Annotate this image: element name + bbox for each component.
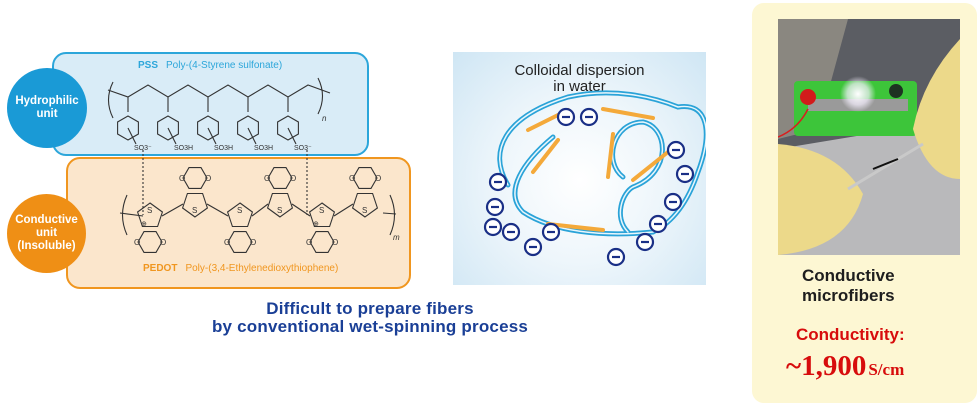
dioxane-ring [137, 231, 163, 253]
dioxane-ring [309, 231, 335, 253]
sulfonate-label: SO3H [214, 145, 233, 152]
pedot-subscript: m [393, 233, 400, 242]
colloid-panel [453, 52, 706, 285]
oxygen-atom: O [264, 174, 270, 183]
pss-abbr: PSS [138, 60, 159, 71]
pss-bracket-right [317, 77, 324, 115]
sulfur-atom: S [147, 206, 152, 215]
thiophene-ring [266, 192, 294, 218]
dioxane-ring [227, 231, 253, 253]
sulfonate-label: SO3⁻ [294, 145, 312, 152]
caption-line1: Difficult to prepare fibers [266, 299, 474, 318]
pedot-title: PEDOT Poly-(3,4-Ethylenedioxythiophene) [143, 263, 338, 274]
oxygen-atom: O [375, 174, 381, 183]
colloid-title-line1: Colloidal dispersion [514, 62, 645, 79]
oxygen-atom: O [205, 174, 211, 183]
fiber [872, 158, 899, 170]
sulfur-atom: S [192, 206, 197, 215]
thiophene-ring [226, 202, 254, 228]
pss-bracket-left [107, 81, 114, 119]
conductive-label-line1: Conductive [15, 213, 78, 226]
sulfonate-label: SO3H [174, 145, 193, 152]
sulfonate-label: SO3⁻ [134, 145, 152, 152]
thiophene-ring [136, 202, 164, 228]
colloid-title-line2: in water [553, 77, 606, 95]
conductivity-unit: S/cm [868, 360, 905, 379]
benzene-ring [197, 115, 219, 141]
pss-name: Poly-(4-Styrene sulfonate) [166, 60, 283, 71]
caption-line2: by conventional wet-spinning process [211, 316, 529, 336]
sulfur-atom: S [277, 206, 282, 215]
oxygen-atom: O [290, 174, 296, 183]
pedot-abbr: PEDOT [143, 263, 178, 274]
conductivity-number: ~1,900 [786, 350, 867, 382]
benzene-ring [237, 115, 259, 141]
pedot-name: Poly-(3,4-Ethylenedioxythiophene) [185, 263, 339, 274]
sulfonate-label: SO3H [254, 145, 273, 152]
dioxane-ring [352, 167, 378, 189]
pedot-bracket-left [121, 194, 128, 236]
conductivity-label: Conductivity: [796, 325, 905, 344]
glove-right [913, 39, 960, 179]
colloid-illustration [483, 90, 706, 267]
red-terminal [800, 89, 816, 105]
card-title-line1: Conductive [802, 266, 895, 285]
pss-subscript: n [322, 114, 327, 123]
oxygen-atom: O [224, 238, 230, 247]
oxygen-atom: O [134, 238, 140, 247]
fiber-photo [778, 19, 960, 255]
fiber-photo-illustration [778, 19, 960, 255]
pss-backbone [107, 84, 331, 98]
positive-charge: ⊕ [141, 221, 147, 228]
sulfur-atom: S [362, 206, 367, 215]
oxygen-atom: O [250, 238, 256, 247]
conductive-label-line3: (Insoluble) [17, 240, 76, 253]
oxygen-atom: O [306, 238, 312, 247]
oxygen-atom: O [160, 238, 166, 247]
hydrophilic-label-line2: unit [36, 108, 58, 120]
pedot-segment [601, 107, 655, 120]
hydrophilic-label-line1: Hydrophilic [15, 94, 79, 107]
glove-left [778, 144, 863, 255]
thiophene-ring [351, 192, 379, 218]
oxygen-atom: O [179, 174, 185, 183]
benzene-ring [157, 115, 179, 141]
pedot-segment [546, 222, 605, 232]
pss-title: PSS Poly-(4-Styrene sulfonate) [138, 60, 282, 71]
card-title-line2: microfibers [802, 285, 895, 305]
oxygen-atom: O [332, 238, 338, 247]
pedot-segment [631, 150, 670, 182]
black-terminal [889, 84, 903, 98]
sulfur-atom: S [237, 206, 242, 215]
positive-charge: ⊕ [313, 221, 319, 228]
oxygen-atom: O [349, 174, 355, 183]
pedot-bracket-right [389, 194, 396, 236]
pss-strand-1 [497, 90, 706, 237]
benzene-ring [117, 115, 139, 141]
dioxane-ring [267, 167, 293, 189]
dioxane-ring [182, 167, 208, 189]
pedot-segment [531, 138, 560, 174]
thiophene-ring [181, 192, 209, 218]
benzene-ring [277, 115, 299, 141]
conductive-label-line2: unit [35, 226, 58, 239]
led-glow [840, 76, 876, 112]
thiophene-ring [308, 202, 336, 228]
pedot-segment [606, 132, 615, 179]
sulfur-atom: S [319, 206, 324, 215]
